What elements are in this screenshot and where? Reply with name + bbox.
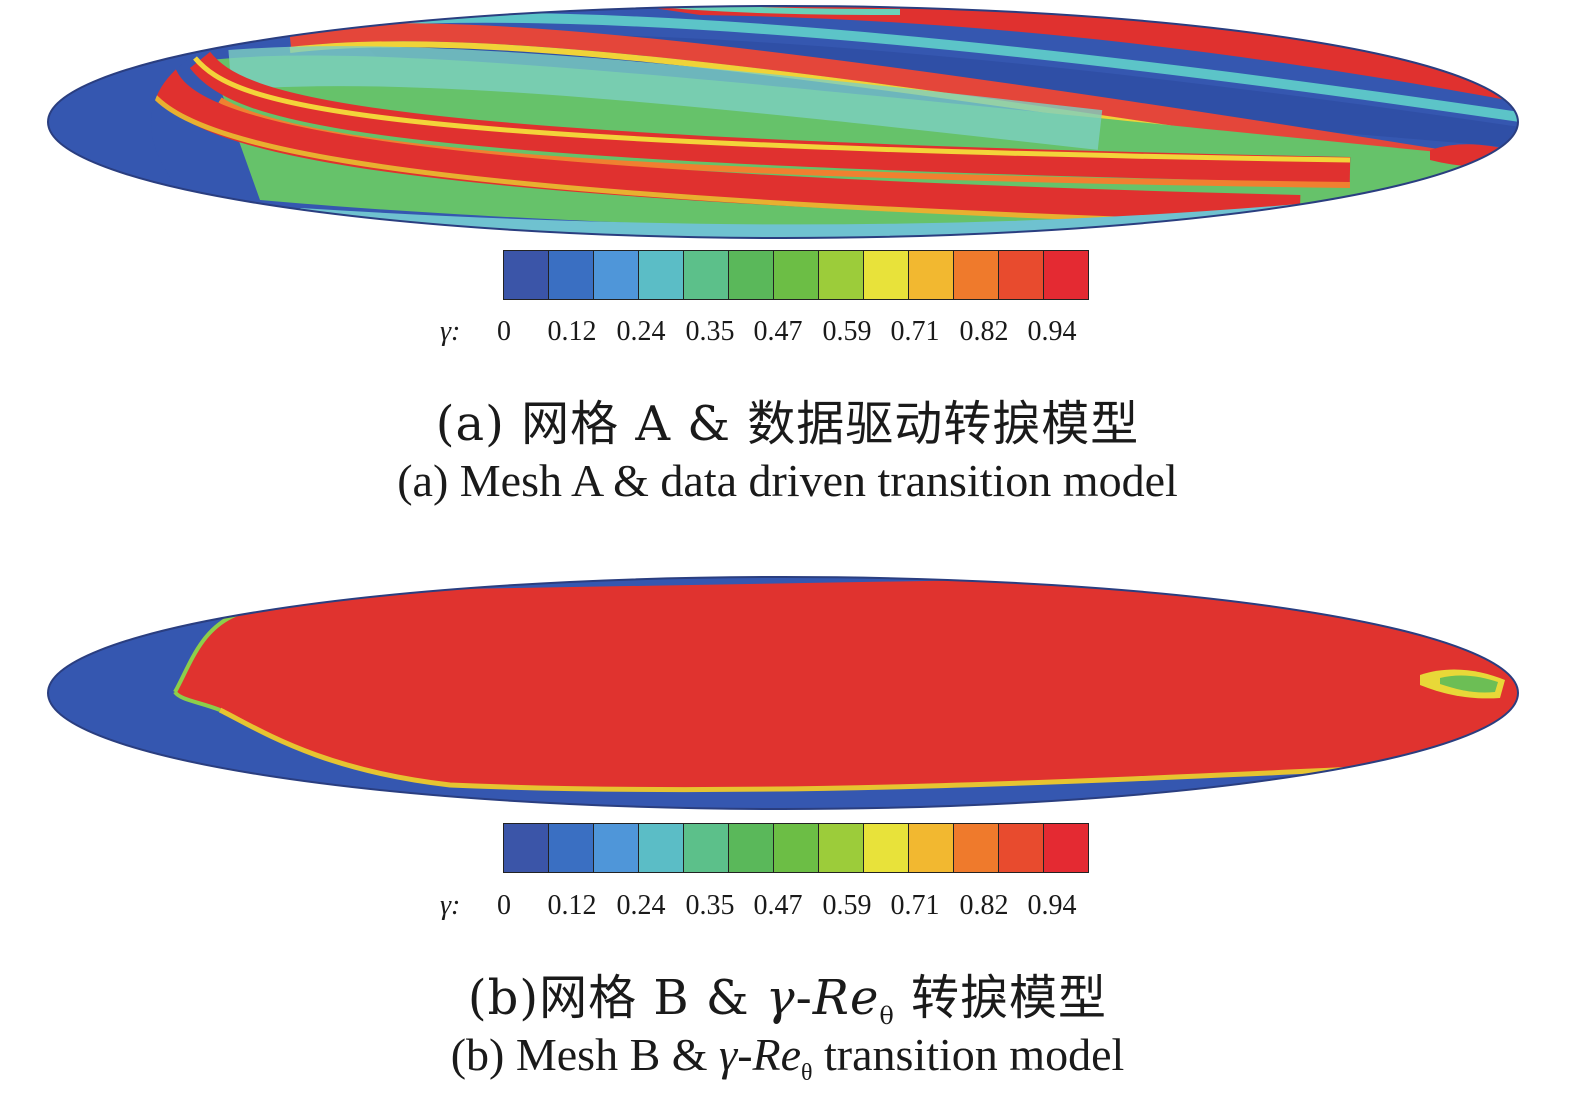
caption-b-en-prefix: (b) Mesh B & <box>450 1029 720 1080</box>
caption-b-zh-dash: - <box>795 970 813 1026</box>
colorbar-segment <box>639 824 684 872</box>
colorbar-segment <box>999 824 1044 872</box>
colorbar-tick: 0.12 <box>547 890 597 921</box>
colorbar-tick: 0.24 <box>616 890 666 921</box>
colorbar-variable-label: γ: <box>440 890 461 921</box>
colorbar-tick: 0.82 <box>959 890 1009 921</box>
colorbar-segment <box>1044 824 1088 872</box>
colorbar-labels-b: γ: 0 0.12 0.24 0.35 0.47 0.59 0.71 0.82 … <box>430 890 1110 924</box>
figure-panel-b: γ: 0 0.12 0.24 0.35 0.47 0.59 0.71 0.82 … <box>0 560 1575 1107</box>
caption-b-en-suffix: transition model <box>812 1029 1125 1080</box>
colorbar-b <box>503 823 1089 873</box>
colorbar-segment <box>909 824 954 872</box>
colorbar-tick: 0.71 <box>890 316 940 347</box>
colorbar-tick: 0.59 <box>822 316 872 347</box>
colorbar-segment <box>909 251 954 299</box>
colorbar-tick: 0.59 <box>822 890 872 921</box>
colorbar-segment <box>684 251 729 299</box>
colorbar-tick: 0.35 <box>685 316 735 347</box>
colorbar-variable-label: γ: <box>440 316 461 347</box>
colorbar-segment <box>729 251 774 299</box>
colorbar-segment <box>684 824 729 872</box>
colorbar-segment <box>954 251 999 299</box>
colorbar-segment <box>819 251 864 299</box>
colorbar-segment <box>954 824 999 872</box>
caption-b-en-sub: θ <box>801 1060 813 1086</box>
contour-plot-a <box>47 5 1519 239</box>
colorbar-tick: 0 <box>497 890 511 921</box>
colorbar-tick: 0.82 <box>959 316 1009 347</box>
colorbar-tick: 0 <box>497 316 511 347</box>
caption-a-en: (a) Mesh A & data driven transition mode… <box>397 455 1178 506</box>
colorbar-segment <box>639 251 684 299</box>
colorbar-a <box>503 250 1089 300</box>
colorbar-segment <box>819 824 864 872</box>
colorbar-segment <box>774 824 819 872</box>
colorbar-segment <box>504 824 549 872</box>
caption-b-en-gamma: γ <box>719 1029 738 1080</box>
colorbar-tick: 0.12 <box>547 316 597 347</box>
contour-plot-b <box>47 576 1519 810</box>
caption-b-zh-re: Re <box>812 970 880 1026</box>
caption-b-en-re: Re <box>752 1029 802 1080</box>
colorbar-tick: 0.94 <box>1027 890 1077 921</box>
caption-a-zh: (a) 网格 A & 数据驱动转捩模型 <box>435 396 1140 452</box>
colorbar-labels-a: γ: 0 0.12 0.24 0.35 0.47 0.59 0.71 0.82 … <box>430 316 1110 350</box>
colorbar-segment <box>549 251 594 299</box>
colorbar-segment <box>1044 251 1088 299</box>
colorbar-segment <box>594 251 639 299</box>
colorbar-tick: 0.47 <box>753 890 803 921</box>
caption-b-zh-suffix: 转捩模型 <box>894 970 1108 1026</box>
caption-b-zh-prefix: (b)网格 B & <box>467 970 766 1026</box>
colorbar-segment <box>864 251 909 299</box>
colorbar-tick: 0.71 <box>890 890 940 921</box>
colorbar-segment <box>594 824 639 872</box>
figure-panel-a: γ: 0 0.12 0.24 0.35 0.47 0.59 0.71 0.82 … <box>0 0 1575 520</box>
caption-b-en-dash: - <box>737 1029 753 1080</box>
colorbar-segment <box>774 251 819 299</box>
colorbar-segment <box>504 251 549 299</box>
caption-b-zh: (b)网格 B & γ-Reθ 转捩模型 <box>0 958 1575 1030</box>
colorbar-tick: 0.35 <box>685 890 735 921</box>
caption-b-zh-sub: θ <box>879 1002 895 1030</box>
colorbar-segment <box>864 824 909 872</box>
colorbar-tick: 0.24 <box>616 316 666 347</box>
caption-b-en: (b) Mesh B & γ-Reθ transition model <box>0 1028 1575 1087</box>
colorbar-tick: 0.94 <box>1027 316 1077 347</box>
colorbar-tick: 0.47 <box>753 316 803 347</box>
caption-b-zh-gamma: γ <box>765 970 796 1026</box>
colorbar-segment <box>999 251 1044 299</box>
colorbar-segment <box>729 824 774 872</box>
colorbar-segment <box>549 824 594 872</box>
